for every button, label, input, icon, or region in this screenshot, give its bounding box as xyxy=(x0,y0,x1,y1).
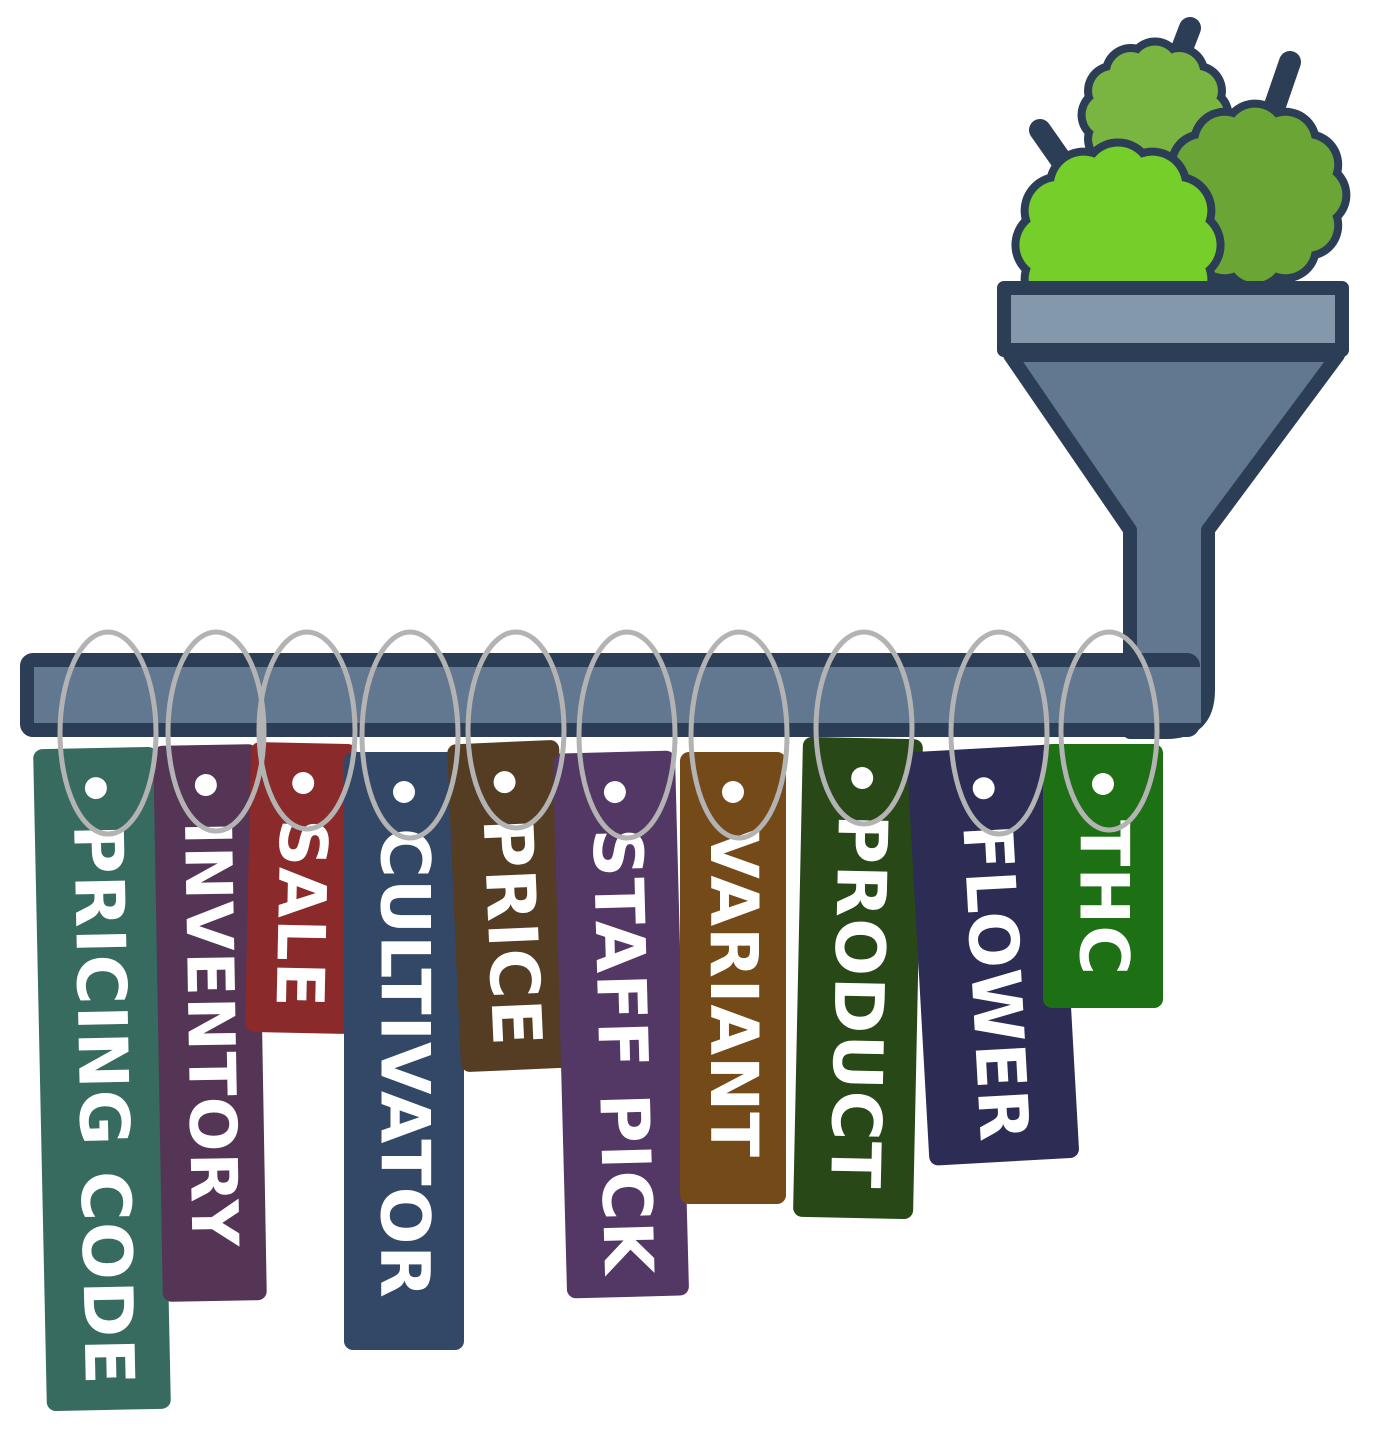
key-ring-icon xyxy=(359,629,461,841)
tag-body xyxy=(793,736,923,1220)
key-ring-icon xyxy=(688,629,790,841)
funnel-rim xyxy=(997,281,1349,357)
key-ring-icon xyxy=(57,629,159,837)
tag-body xyxy=(680,752,786,1204)
tag-cultivator: CULTIVATOR xyxy=(344,752,464,1350)
tag-body xyxy=(33,746,171,1412)
tag-label: PRICE xyxy=(467,816,556,1048)
tag-label: STAFF PICK xyxy=(576,827,667,1277)
tag-body xyxy=(907,744,1079,1166)
tag-hole xyxy=(292,772,315,795)
key-ring-icon xyxy=(165,629,267,834)
tag-body xyxy=(447,740,573,1072)
tag-label: PRICING CODE xyxy=(57,823,148,1386)
tag-staff-pick: STAFF PICK xyxy=(553,750,689,1299)
tag-hole xyxy=(722,781,744,803)
tag-body xyxy=(1043,744,1163,1008)
tag-price: PRICE xyxy=(447,740,573,1072)
tag-variant: VARIANT xyxy=(680,752,786,1204)
tag-hole xyxy=(603,781,626,804)
tag-thc: THC xyxy=(1043,744,1163,1008)
tag-sale: SALE xyxy=(245,742,357,1034)
pipe-icon xyxy=(20,653,1201,737)
tag-hole xyxy=(393,781,415,803)
key-ring-icon xyxy=(256,629,358,832)
tag-label: CULTIVATOR xyxy=(365,828,444,1299)
tag-hole xyxy=(1092,773,1114,795)
tag-label: VARIANT xyxy=(695,828,771,1158)
tag-label: SALE xyxy=(260,818,340,1009)
key-ring-icon xyxy=(1058,629,1160,833)
tag-label: FLOWER xyxy=(946,822,1043,1144)
tag-label: THC xyxy=(1064,820,1143,976)
tag-body xyxy=(153,744,267,1302)
key-ring-icon xyxy=(465,629,567,831)
tag-body xyxy=(553,750,689,1299)
tag-hole xyxy=(972,777,995,800)
key-ring-icon xyxy=(576,629,678,841)
tag-hole xyxy=(493,771,516,794)
tag-label: PRODUCT xyxy=(814,813,901,1190)
pipe-bar xyxy=(20,653,1200,737)
tag-flower: FLOWER xyxy=(907,744,1079,1166)
tag-hole xyxy=(84,777,107,800)
key-ring-icon xyxy=(813,629,915,827)
key-ring-group xyxy=(57,629,1160,841)
tag-pricing-code: PRICING CODE xyxy=(33,746,171,1412)
tag-label: INVENTORY xyxy=(169,820,251,1248)
tag-inventory: INVENTORY xyxy=(153,744,267,1302)
tag-body xyxy=(344,752,464,1350)
tag-hole xyxy=(194,774,217,797)
bud-right xyxy=(1159,99,1351,291)
tag-product: PRODUCT xyxy=(793,736,923,1220)
tag-hole xyxy=(851,767,874,790)
key-ring-icon xyxy=(948,629,1050,837)
